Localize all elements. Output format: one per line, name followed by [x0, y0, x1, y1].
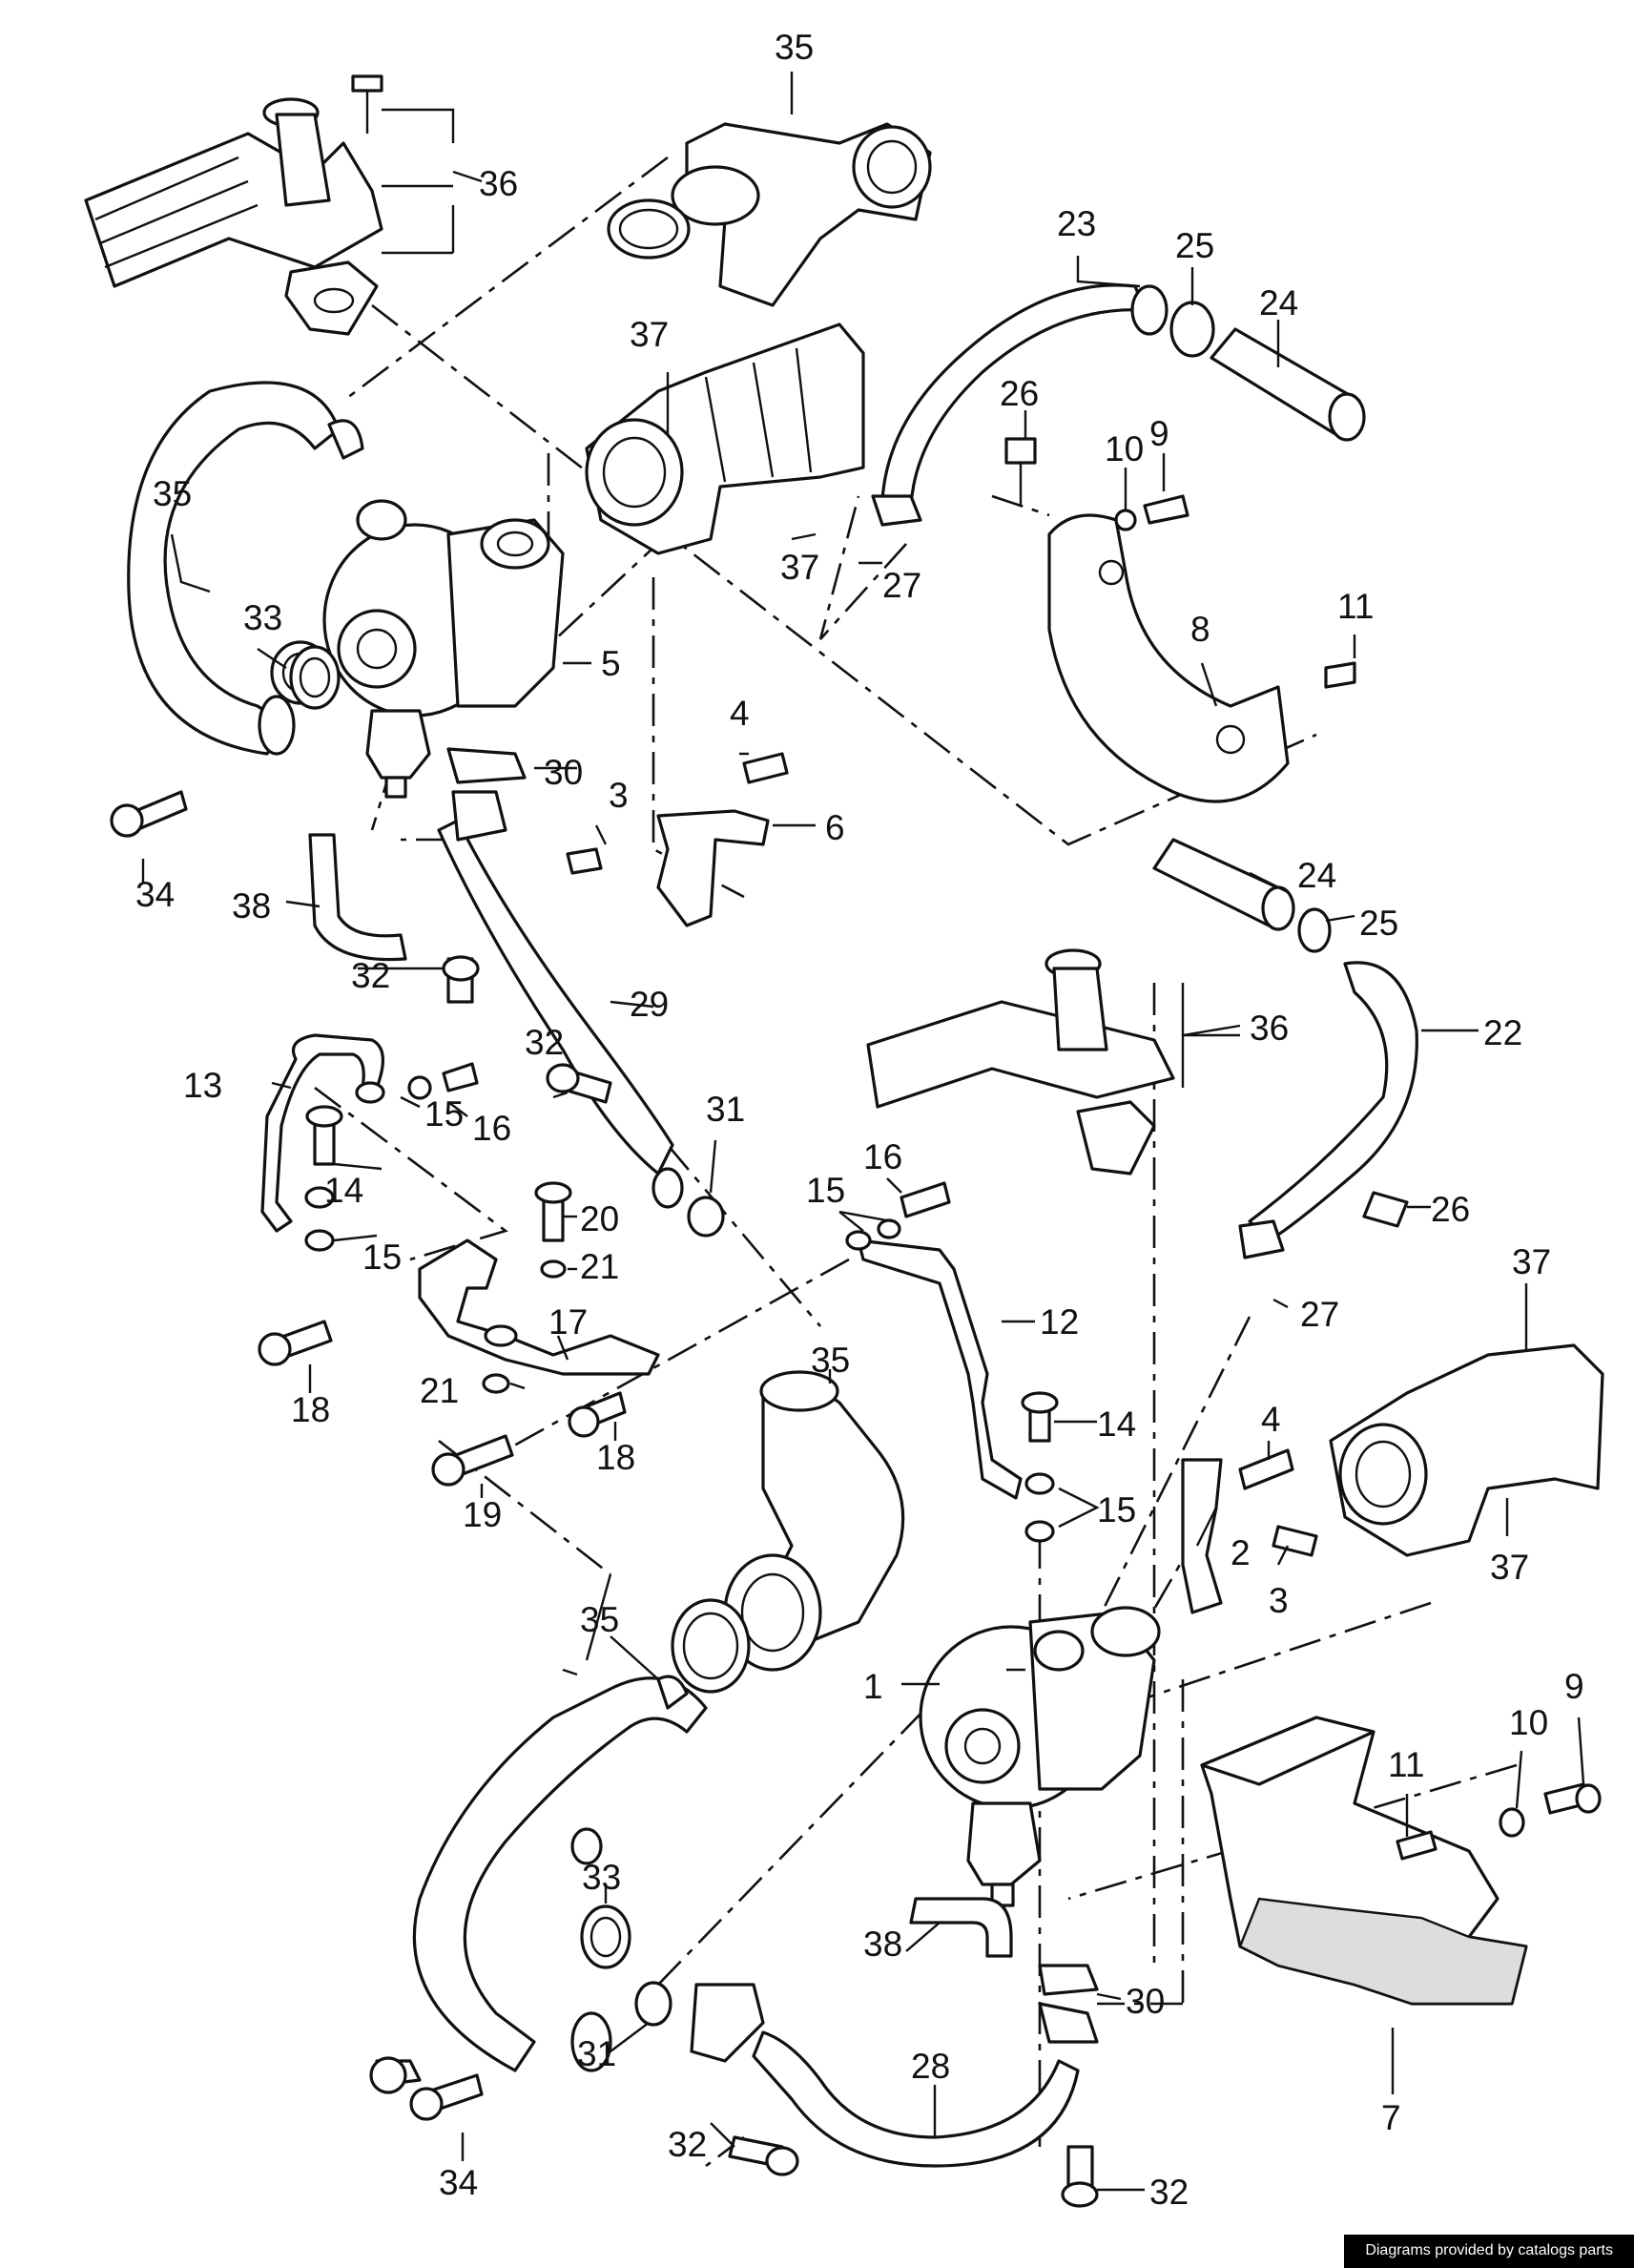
callout-3: 3 — [609, 776, 629, 815]
callout-6: 6 — [825, 808, 845, 847]
callout-33: 33 — [582, 1858, 621, 1897]
callout-18: 18 — [596, 1438, 635, 1477]
callout-19: 19 — [463, 1495, 502, 1534]
callout-20: 20 — [580, 1199, 619, 1238]
callout-7: 7 — [1381, 2098, 1401, 2137]
callout-38: 38 — [232, 886, 271, 926]
callout-12: 12 — [1040, 1302, 1079, 1342]
callout-36: 36 — [1250, 1009, 1289, 1048]
callout-10: 10 — [1105, 429, 1144, 468]
callout-14: 14 — [1097, 1404, 1136, 1444]
callout-32: 32 — [1149, 2173, 1189, 2212]
callout-24: 24 — [1259, 283, 1298, 323]
callout-10: 10 — [1509, 1703, 1548, 1742]
callout-28: 28 — [911, 2047, 950, 2086]
callout-8: 8 — [1190, 610, 1210, 649]
callout-9: 9 — [1149, 414, 1169, 453]
callout-11: 11 — [1337, 587, 1374, 626]
callout-11: 11 — [1388, 1745, 1424, 1784]
callout-37: 37 — [1490, 1548, 1529, 1587]
callout-24: 24 — [1297, 856, 1336, 895]
callout-32: 32 — [668, 2125, 707, 2164]
callout-25: 25 — [1175, 226, 1214, 265]
callout-14: 14 — [324, 1171, 363, 1210]
leader-lines — [141, 72, 1585, 2192]
callout-22: 22 — [1483, 1013, 1522, 1052]
callout-15: 15 — [424, 1094, 464, 1134]
callout-34: 34 — [135, 875, 175, 914]
callout-21: 21 — [420, 1371, 459, 1410]
callout-30: 30 — [1126, 1982, 1165, 2021]
callout-30: 30 — [544, 753, 583, 792]
callout-15: 15 — [362, 1238, 402, 1277]
callout-17: 17 — [548, 1302, 588, 1342]
callout-29: 29 — [630, 985, 669, 1024]
callout-labels: 35 36 23 25 24 37 26 10 9 35 37 27 11 33… — [135, 28, 1584, 2212]
callout-25: 25 — [1359, 904, 1398, 943]
callout-23: 23 — [1057, 204, 1096, 243]
callout-32: 32 — [351, 956, 390, 995]
callout-35: 35 — [153, 474, 192, 513]
callout-1: 1 — [863, 1667, 883, 1706]
callout-35: 35 — [811, 1341, 850, 1380]
callout-38: 38 — [863, 1925, 902, 1964]
callout-26: 26 — [1431, 1190, 1470, 1229]
callout-33: 33 — [243, 598, 282, 637]
callout-16: 16 — [863, 1137, 902, 1176]
callout-4: 4 — [730, 694, 750, 733]
callout-4: 4 — [1261, 1400, 1281, 1439]
callout-36: 36 — [479, 164, 518, 203]
callout-37: 37 — [1512, 1242, 1551, 1281]
callout-37: 37 — [780, 548, 819, 587]
callout-3: 3 — [1269, 1581, 1289, 1620]
callout-13: 13 — [183, 1066, 222, 1105]
callout-15: 15 — [806, 1171, 845, 1210]
diagram-credit: Diagrams provided by catalogs parts — [1344, 2235, 1634, 2268]
callout-16: 16 — [472, 1109, 511, 1148]
callout-27: 27 — [882, 566, 921, 605]
callout-2: 2 — [1231, 1533, 1251, 1572]
callout-35: 35 — [775, 28, 814, 67]
parts — [84, 74, 1604, 2208]
callout-18: 18 — [291, 1390, 330, 1429]
callout-26: 26 — [1000, 374, 1039, 413]
callout-5: 5 — [601, 644, 621, 683]
callout-15: 15 — [1097, 1490, 1136, 1529]
callout-27: 27 — [1300, 1295, 1339, 1334]
callout-37: 37 — [630, 315, 669, 354]
callout-31: 31 — [577, 2034, 616, 2073]
callout-34: 34 — [439, 2163, 478, 2202]
callout-21: 21 — [580, 1247, 619, 1286]
callout-31: 31 — [706, 1090, 745, 1129]
callout-9: 9 — [1564, 1667, 1584, 1706]
callout-32: 32 — [525, 1023, 564, 1062]
callout-35: 35 — [580, 1600, 619, 1639]
